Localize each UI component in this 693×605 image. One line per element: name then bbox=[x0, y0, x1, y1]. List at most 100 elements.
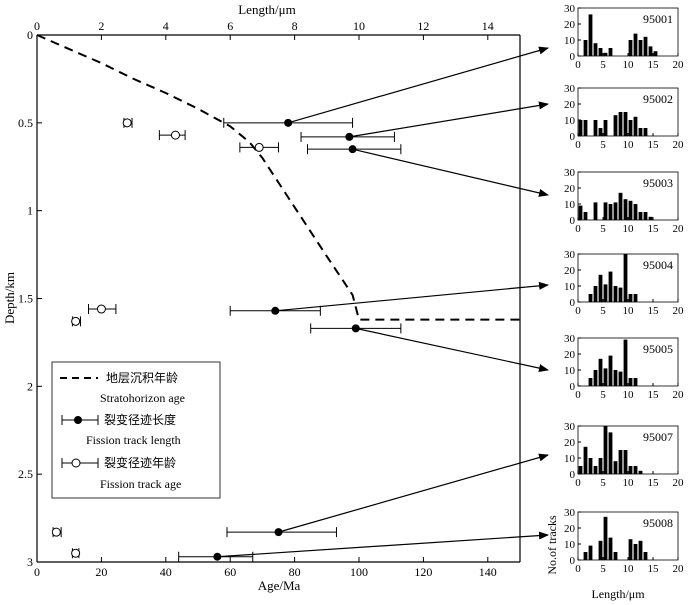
histogram-y-tick-label: 0 bbox=[570, 131, 576, 143]
histogram-y-tick-label: 0 bbox=[570, 297, 576, 309]
histogram-bar bbox=[638, 40, 643, 56]
histogram-title: 95003 bbox=[643, 176, 673, 190]
histogram-x-tick-label: 20 bbox=[673, 477, 685, 489]
histogram-bar bbox=[608, 432, 613, 474]
histogram-bar bbox=[653, 51, 658, 56]
age-point bbox=[71, 316, 81, 326]
fission-track-age-series bbox=[51, 117, 279, 559]
histogram-bar bbox=[648, 216, 653, 220]
histogram-bar bbox=[583, 40, 588, 56]
stratohorizon-age-curve bbox=[36, 34, 520, 321]
histogram-bar bbox=[613, 461, 618, 474]
histogram-y-tick-label: 0 bbox=[570, 51, 576, 63]
histogram-bar bbox=[608, 537, 613, 560]
y-tick-label: 0.5 bbox=[18, 116, 33, 130]
age-point bbox=[254, 142, 264, 152]
x-top-tick-label: 12 bbox=[417, 19, 429, 33]
x-top-tick-label: 2 bbox=[98, 19, 104, 33]
histogram-bar bbox=[588, 545, 593, 560]
legend-length-cn: 裂变径迹长度 bbox=[104, 412, 176, 427]
histogram-y-tick-label: 20 bbox=[564, 349, 576, 361]
x-top-axis-label: Length/μm bbox=[238, 2, 296, 17]
histogram-title: 95002 bbox=[643, 92, 673, 106]
histogram-bar bbox=[623, 450, 628, 474]
histogram-x-tick-label: 10 bbox=[623, 139, 635, 151]
y-tick-label: 1.5 bbox=[18, 292, 33, 306]
histogram-bar bbox=[578, 466, 583, 474]
histogram-y-tick-label: 30 bbox=[564, 333, 576, 345]
sample-arrows bbox=[217, 46, 549, 558]
x-bottom-tick-label: 60 bbox=[224, 565, 236, 579]
x-bottom-tick-label: 0 bbox=[34, 565, 40, 579]
y-tick-label: 3 bbox=[27, 555, 33, 569]
x-bottom-tick-label: 40 bbox=[160, 565, 172, 579]
histogram-title: 95008 bbox=[643, 516, 673, 530]
histogram-bar bbox=[628, 539, 633, 560]
histogram-y-tick-label: 30 bbox=[564, 249, 576, 261]
histogram-y-tick-label: 30 bbox=[564, 83, 576, 95]
histogram-x-tick-label: 0 bbox=[575, 477, 581, 489]
histogram-y-tick-label: 10 bbox=[564, 365, 576, 377]
y-tick-label: 0 bbox=[27, 28, 33, 42]
histogram-bar bbox=[643, 36, 648, 56]
histogram-title: 95001 bbox=[643, 12, 673, 26]
histogram-x-tick-label: 15 bbox=[648, 477, 660, 489]
histogram-y-tick-label: 10 bbox=[564, 453, 576, 465]
age-point bbox=[51, 527, 61, 537]
histogram-y-tick-label: 10 bbox=[564, 115, 576, 127]
histogram-x-tick-label: 10 bbox=[623, 477, 635, 489]
histogram-bar bbox=[613, 370, 618, 386]
legend-strat-cn: 地层沉积年龄 bbox=[106, 371, 178, 385]
histogram-bar bbox=[588, 14, 593, 56]
sample-arrow bbox=[355, 327, 549, 373]
age-point bbox=[96, 304, 106, 314]
histogram-bar bbox=[638, 212, 643, 220]
histogram-x-tick-label: 5 bbox=[600, 139, 606, 151]
histogram-y-tick-label: 20 bbox=[564, 19, 576, 31]
x-bottom-tick-label: 100 bbox=[350, 565, 368, 579]
histogram-bar bbox=[643, 128, 648, 136]
histogram-bar bbox=[633, 204, 638, 220]
histogram-bar bbox=[593, 286, 598, 302]
histogram-x-tick-label: 20 bbox=[673, 389, 685, 401]
histogram-y-tick-label: 10 bbox=[564, 35, 576, 47]
histogram-x-tick-label: 0 bbox=[575, 563, 581, 575]
age-point bbox=[71, 548, 81, 558]
histogram-bar bbox=[628, 294, 633, 302]
x-top-tick-label: 10 bbox=[353, 19, 365, 33]
histogram-x-tick-label: 5 bbox=[600, 305, 606, 317]
histogram-x-tick-label: 20 bbox=[673, 59, 685, 71]
histogram-x-tick-label: 5 bbox=[600, 59, 606, 71]
legend-box bbox=[51, 361, 221, 499]
histogram-bar bbox=[588, 458, 593, 474]
histogram-bar bbox=[633, 294, 638, 302]
histogram-bar bbox=[603, 52, 608, 56]
histogram-y-tick-label: 20 bbox=[564, 523, 576, 535]
histogram-x-tick-label: 5 bbox=[600, 389, 606, 401]
histogram-bar bbox=[618, 192, 623, 220]
histogram-bar bbox=[598, 128, 603, 136]
legend-filled-circle-icon bbox=[74, 416, 82, 424]
histogram-y-tick-label: 20 bbox=[564, 437, 576, 449]
x-top-tick-label: 4 bbox=[163, 19, 169, 33]
histogram-bar bbox=[628, 378, 633, 386]
histogram-bar bbox=[618, 371, 623, 386]
histogram-bar bbox=[578, 120, 583, 136]
histogram-bar bbox=[583, 446, 588, 474]
histogram-bar bbox=[628, 120, 633, 136]
histogram-bar bbox=[613, 286, 618, 302]
histogram-title: 95005 bbox=[643, 342, 673, 356]
histogram-x-tick-label: 15 bbox=[648, 139, 660, 151]
histogram-y-tick-label: 20 bbox=[564, 183, 576, 195]
histogram-x-tick-label: 10 bbox=[623, 305, 635, 317]
histogram-bar bbox=[613, 552, 618, 560]
histogram-x-tick-label: 20 bbox=[673, 305, 685, 317]
histogram-y-tick-label: 10 bbox=[564, 281, 576, 293]
y-axis-label: Depth/km bbox=[2, 272, 17, 324]
histogram-bar bbox=[603, 120, 608, 136]
histogram-x-tick-label: 20 bbox=[673, 563, 685, 575]
histogram-x-tick-label: 20 bbox=[673, 223, 685, 235]
